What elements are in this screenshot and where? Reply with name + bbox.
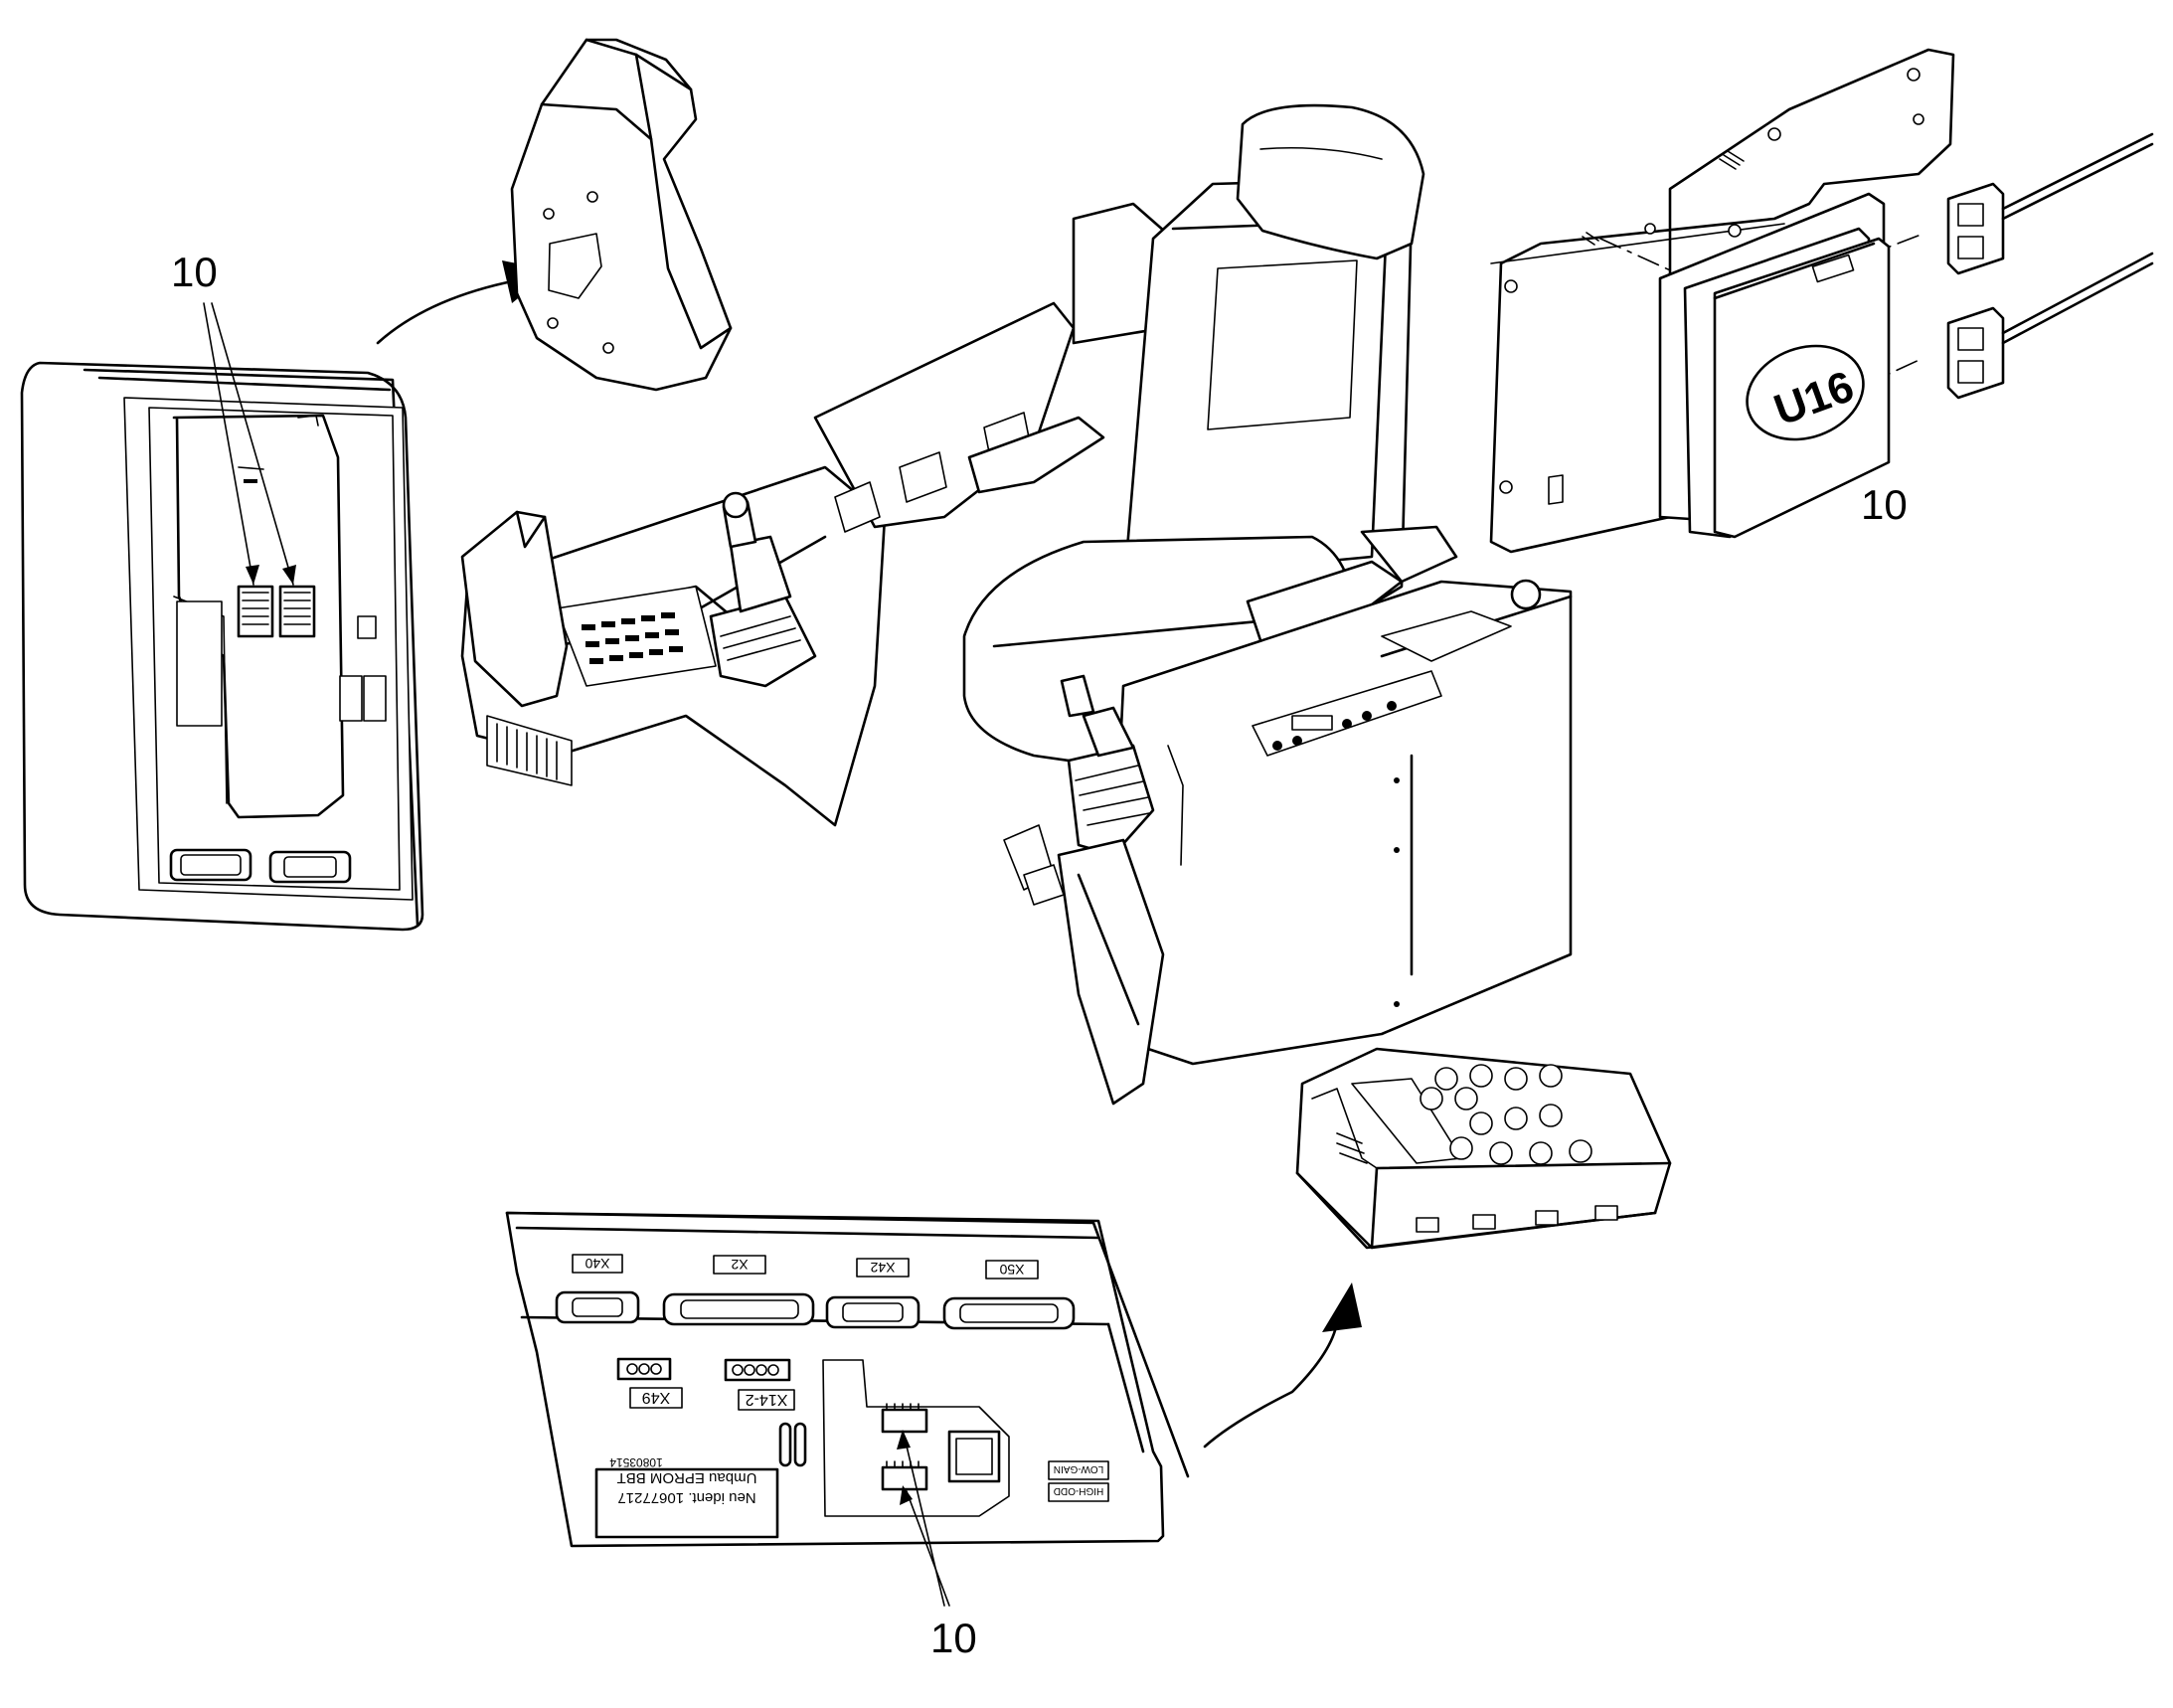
sticker-line: Umbau EPROM BBT [617, 1469, 757, 1486]
mounting-plate [1489, 48, 1955, 554]
sticker-line: 10803514 [609, 1455, 663, 1469]
housing-cover [510, 38, 733, 392]
control-board: X40 X2 X42 X50 X49 X14-2 Umbau EPROM BBT [505, 1211, 1190, 1607]
plug-connectors [1946, 132, 2154, 400]
connector-label: X42 [870, 1260, 895, 1276]
callout-number: 10 [1861, 481, 1908, 528]
left-controller-unit [20, 302, 424, 932]
arrow-icon [1203, 1282, 1362, 1449]
eprom-chip-icon [237, 585, 316, 638]
connector-label: X50 [999, 1262, 1024, 1278]
keypad-panel [1295, 1047, 1672, 1250]
connector-label: X40 [585, 1256, 609, 1272]
callout-number: 10 [930, 1615, 977, 1661]
switch-label: LOW-GAIN [1054, 1463, 1103, 1474]
callout-number: 10 [171, 249, 218, 295]
connector-icon [169, 848, 352, 884]
sticker-line: Neu ident. 10677217 [617, 1489, 755, 1506]
u16-module: U16 [1658, 192, 1891, 539]
connector-label: X2 [731, 1257, 748, 1273]
operator-seat-assembly [460, 103, 1573, 1106]
connector-label: X49 [642, 1389, 671, 1406]
switch-label: HIGH-ODD [1054, 1485, 1104, 1496]
connector-label: X14-2 [746, 1391, 788, 1408]
connector-icon [555, 1290, 1076, 1330]
